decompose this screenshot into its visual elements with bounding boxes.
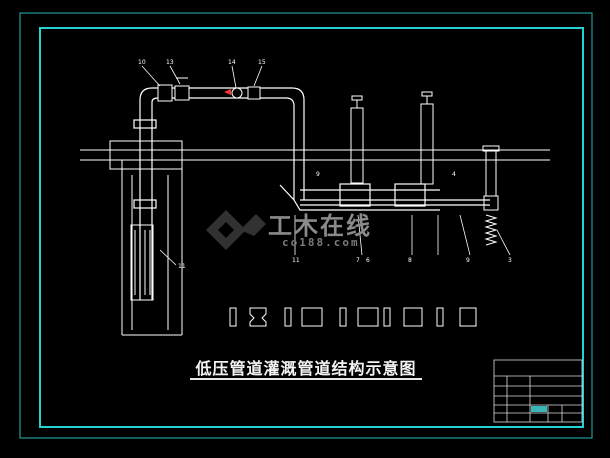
part-label: 14 bbox=[228, 59, 236, 66]
watermark-domain: co188.com bbox=[282, 236, 360, 249]
part-label: 13 bbox=[166, 59, 174, 66]
title-block bbox=[493, 359, 583, 423]
part-label: 11 bbox=[292, 257, 300, 264]
label-callout-lines bbox=[141, 65, 263, 89]
part-label: 3 bbox=[508, 257, 512, 264]
pipeline bbox=[133, 87, 305, 300]
part-label: 11 bbox=[178, 263, 186, 270]
overhead-fittings bbox=[157, 77, 261, 102]
part-label: 4 bbox=[452, 171, 456, 178]
flow-arrow bbox=[224, 89, 231, 95]
title-underline bbox=[190, 378, 422, 380]
part-label: 8 bbox=[408, 257, 412, 264]
buried-pipe bbox=[279, 183, 490, 211]
watermark-logo-icon bbox=[206, 210, 266, 250]
ground-surface bbox=[80, 149, 550, 161]
part-label: 9 bbox=[316, 171, 320, 178]
part-labels: 10 13 14 15 11 9 4 11 7 6 8 3 9 bbox=[138, 59, 512, 270]
drawing-title: 低压管道灌溉管道结构示意图 bbox=[195, 359, 417, 378]
title-block-highlight bbox=[531, 406, 547, 412]
well bbox=[109, 140, 183, 336]
leader-lines bbox=[159, 214, 511, 266]
part-label: 9 bbox=[466, 257, 470, 264]
outer-border bbox=[19, 12, 593, 439]
part-label: 7 bbox=[356, 257, 360, 264]
part-label: 6 bbox=[366, 257, 370, 264]
part-label: 15 bbox=[258, 59, 266, 66]
part-label: 10 bbox=[138, 59, 146, 66]
fitting-details bbox=[229, 307, 477, 327]
watermark-brand: 工木在线 bbox=[268, 212, 372, 240]
inner-frame bbox=[39, 27, 584, 428]
hydrant-1 bbox=[350, 95, 364, 184]
standpipe bbox=[482, 145, 500, 246]
hydrant-2 bbox=[420, 91, 434, 185]
